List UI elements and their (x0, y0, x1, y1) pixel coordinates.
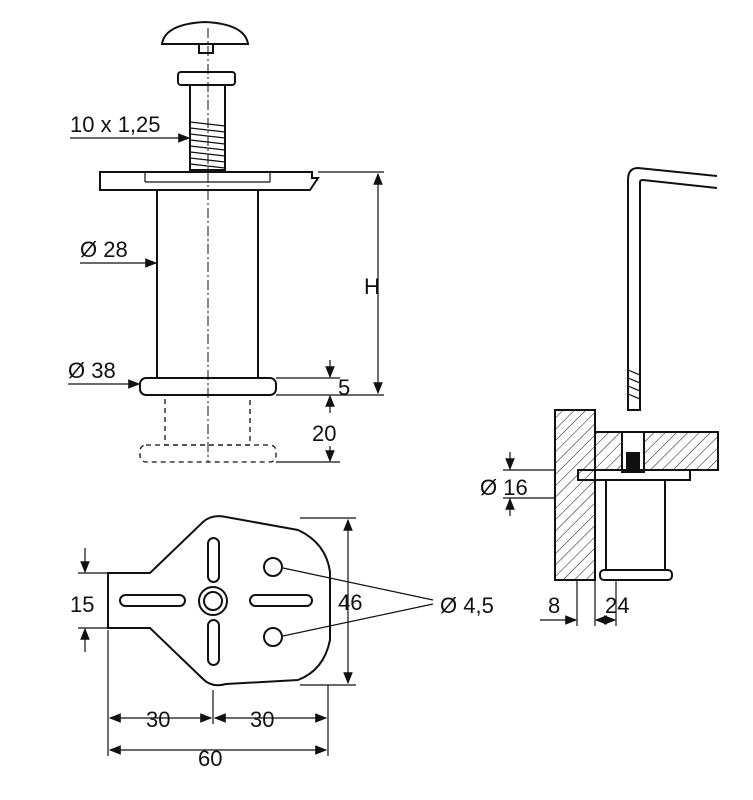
allen-key (627, 166, 718, 411)
cap-stem (198, 43, 214, 54)
center-hole-outer (198, 586, 228, 616)
shelf (594, 431, 719, 471)
cap (160, 20, 250, 45)
mounting-hole-top (263, 557, 283, 577)
half-width-left-label: 30 (146, 707, 170, 732)
installation-view: Ø 16 8 24 (480, 166, 719, 626)
slot-left (119, 594, 186, 607)
base-plate-view: 46 15 Ø 4,5 30 30 60 (70, 515, 494, 771)
bolt-head (177, 71, 236, 86)
plate-outline (107, 515, 331, 687)
wall-offset-label: 8 (548, 593, 560, 618)
plate-height-label: 46 (338, 590, 362, 615)
total-width-label: 60 (198, 746, 222, 771)
foot-thickness-label: 5 (338, 375, 350, 400)
foot-diameter-label: Ø 38 (68, 358, 116, 383)
leg-tube (605, 479, 666, 571)
tab-width-label: 15 (70, 592, 94, 617)
mounting-hole-bottom (263, 627, 283, 647)
leg-side-view: H 5 20 10 x 1,25 Ø 28 Ø 38 (68, 20, 384, 463)
center-hole-inner (203, 591, 223, 611)
wall (554, 409, 596, 581)
leg-foot (599, 569, 673, 581)
top-plate (99, 171, 320, 191)
height-label: H (364, 274, 380, 299)
bore-diameter-label: Ø 16 (480, 475, 528, 500)
extended-tube (164, 394, 251, 446)
leg-width-label: 24 (605, 593, 629, 618)
hole-diameter-label: Ø 4,5 (440, 593, 494, 618)
tube-diameter-label: Ø 28 (80, 237, 128, 262)
thread-label: 10 x 1,25 (70, 112, 161, 137)
slot-bottom (207, 619, 220, 666)
slot-right (249, 594, 313, 607)
slot-top (207, 537, 220, 583)
half-width-right-label: 30 (250, 707, 274, 732)
adjust-range-label: 20 (312, 421, 336, 446)
